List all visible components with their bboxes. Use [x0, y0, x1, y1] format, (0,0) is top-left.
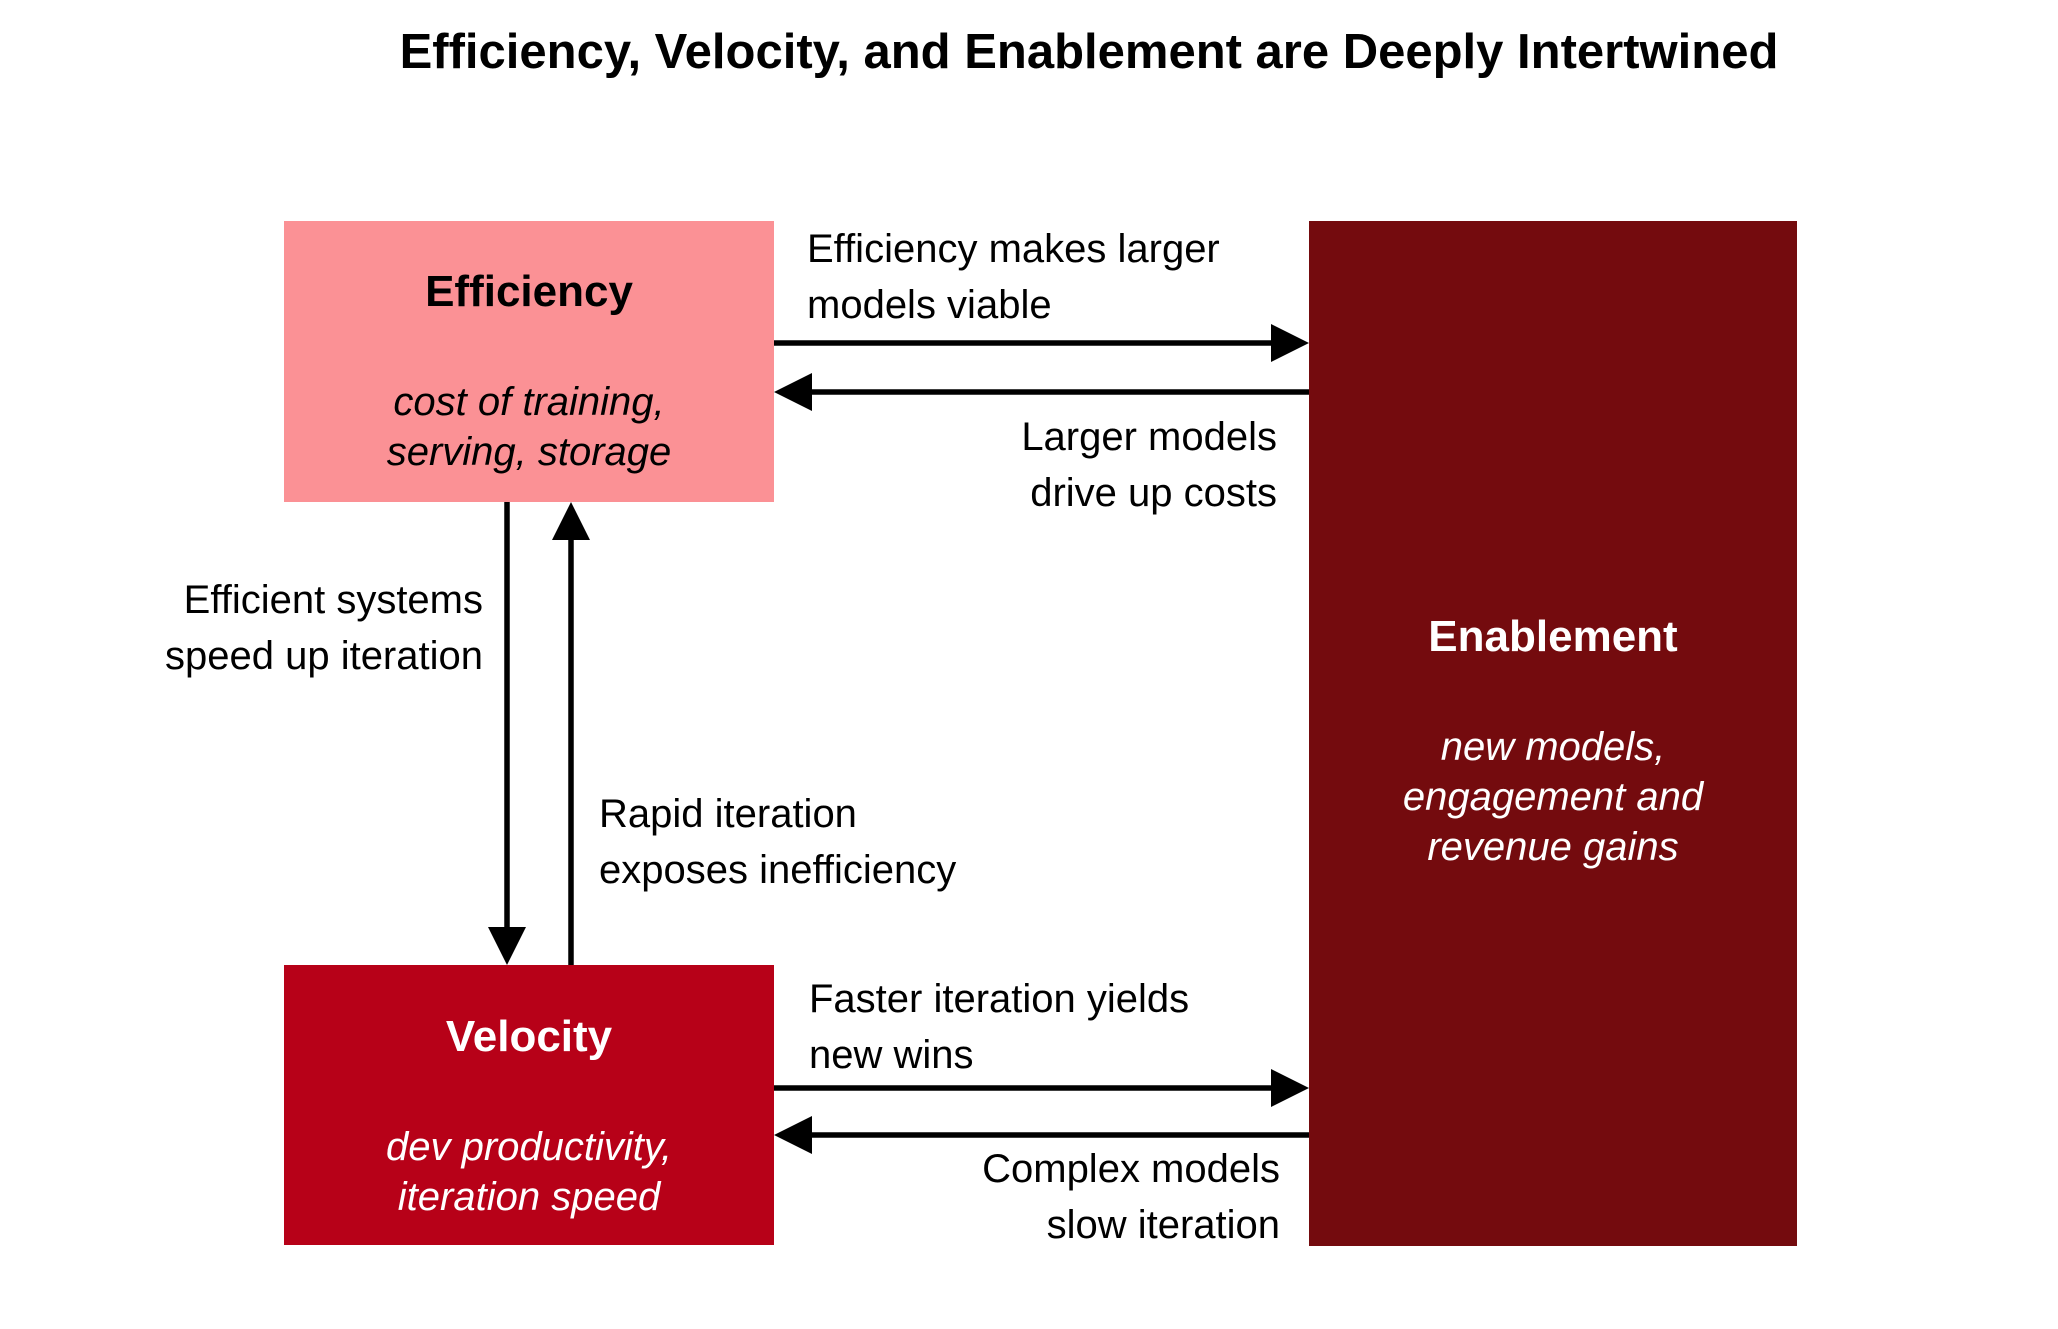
- arrow-enablement-to-efficiency: [774, 373, 1309, 411]
- node-velocity-title: Velocity: [445, 1012, 613, 1061]
- label-line: slow iteration: [1046, 1203, 1280, 1247]
- edge-label-enablement-to-velocity: Complex models slow iteration: [982, 1141, 1280, 1253]
- label-line: engagement and: [1402, 775, 1704, 819]
- edge-label-velocity-to-efficiency: Rapid iteration exposes inefficiency: [599, 786, 956, 898]
- arrow-efficiency-to-enablement: [774, 324, 1309, 362]
- node-velocity-subtitle: dev productivity, iteration speed: [284, 1122, 774, 1222]
- label-line: new wins: [809, 1033, 974, 1077]
- label-line: dev productivity,: [385, 1125, 673, 1169]
- arrow-enablement-to-velocity: [774, 1116, 1309, 1154]
- arrow-velocity-to-efficiency: [552, 502, 590, 965]
- label-line: cost of training,: [393, 380, 665, 424]
- node-enablement-title: Enablement: [1428, 612, 1678, 661]
- arrow-velocity-to-enablement: [774, 1069, 1309, 1107]
- edge-label-efficiency-to-enablement: Efficiency makes larger models viable: [807, 221, 1220, 333]
- label-line: revenue gains: [1427, 825, 1679, 869]
- edge-label-efficiency-to-velocity: Efficient systems speed up iteration: [165, 572, 483, 684]
- arrow-efficiency-to-velocity: [488, 502, 526, 965]
- node-efficiency-title: Efficiency: [425, 267, 633, 316]
- label-line: new models,: [1440, 725, 1666, 769]
- label-line: Rapid iteration: [599, 792, 857, 836]
- label-line: Efficiency makes larger: [807, 227, 1220, 271]
- node-enablement: Enablement new models, engagement and re…: [1309, 221, 1797, 1246]
- label-line: drive up costs: [1030, 471, 1277, 515]
- edge-label-velocity-to-enablement: Faster iteration yields new wins: [809, 971, 1189, 1083]
- label-line: speed up iteration: [164, 634, 483, 678]
- label-line: Faster iteration yields: [809, 977, 1190, 1021]
- label-line: Efficient systems: [183, 578, 483, 622]
- node-efficiency-subtitle: cost of training, serving, storage: [284, 377, 774, 477]
- label-line: models viable: [807, 283, 1052, 327]
- label-line: Larger models: [1021, 415, 1277, 459]
- node-enablement-subtitle: new models, engagement and revenue gains: [1309, 722, 1797, 872]
- label-line: exposes inefficiency: [599, 848, 957, 892]
- node-velocity: Velocity dev productivity, iteration spe…: [284, 965, 774, 1245]
- label-line: iteration speed: [397, 1175, 661, 1219]
- label-line: serving, storage: [386, 430, 672, 474]
- node-efficiency: Efficiency cost of training, serving, st…: [284, 221, 774, 502]
- diagram-title: Efficiency, Velocity, and Enablement are…: [399, 25, 1779, 79]
- label-line: Complex models: [982, 1147, 1280, 1191]
- edge-label-enablement-to-efficiency: Larger models drive up costs: [1021, 409, 1277, 521]
